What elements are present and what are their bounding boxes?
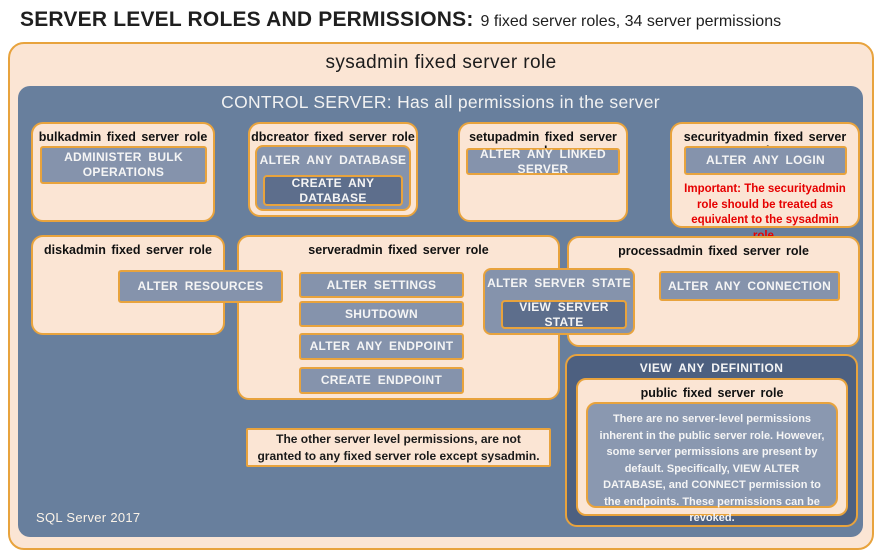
public-role-note: There are no server-level permissions in… xyxy=(586,402,838,524)
permission-administer-bulk-operations: ADMINISTER BULK OPERATIONS xyxy=(40,146,207,184)
bulkadmin-role-box: bulkadmin fixed server role ADMINISTER B… xyxy=(31,122,215,222)
permission-view-any-definition: VIEW ANY DEFINITION public fixed server … xyxy=(565,354,858,527)
page-title-subtitle: 9 fixed server roles, 34 server permissi… xyxy=(480,13,782,30)
permission-view-any-definition-label: VIEW ANY DEFINITION xyxy=(639,361,784,375)
securityadmin-role-box: securityadmin fixed server role ALTER AN… xyxy=(670,122,860,242)
page-title-main: SERVER LEVEL ROLES AND PERMISSIONS: xyxy=(20,8,474,31)
sysadmin-role-label: sysadmin fixed server role xyxy=(325,52,557,73)
page-title: SERVER LEVEL ROLES AND PERMISSIONS: 9 fi… xyxy=(20,8,781,32)
serveradmin-role-title: serveradmin fixed server role xyxy=(308,243,489,257)
permission-create-any-database: CREATE ANY DATABASE xyxy=(263,175,403,206)
serveradmin-role-box: serveradmin fixed server role ALTER SETT… xyxy=(237,235,560,400)
setupadmin-role-box: setupadmin fixed server role ALTER ANY L… xyxy=(458,122,628,222)
permission-shutdown: SHUTDOWN xyxy=(299,301,464,327)
permission-alter-resources: ALTER RESOURCES xyxy=(118,270,283,303)
other-permissions-footnote: The other server level permissions, are … xyxy=(246,428,551,467)
permission-alter-any-database-label: ALTER ANY DATABASE xyxy=(259,153,407,167)
diskadmin-role-title: diskadmin fixed server role xyxy=(44,243,212,257)
securityadmin-warning-note: Important: The securityadmin role should… xyxy=(684,183,846,242)
sql-server-version-label: SQL Server 2017 xyxy=(36,510,141,525)
permission-view-server-state: VIEW SERVER STATE xyxy=(501,300,627,329)
permission-alter-any-database: ALTER ANY DATABASE CREATE ANY DATABASE xyxy=(255,145,411,211)
dbcreator-role-title: dbcreator fixed server role xyxy=(251,130,415,144)
dbcreator-role-box: dbcreator fixed server role ALTER ANY DA… xyxy=(248,122,418,217)
permission-alter-server-state-label: ALTER SERVER STATE xyxy=(487,276,631,290)
permission-alter-any-endpoint: ALTER ANY ENDPOINT xyxy=(299,333,464,360)
permission-create-endpoint: CREATE ENDPOINT xyxy=(299,367,464,394)
control-server-label: CONTROL SERVER: Has all permissions in t… xyxy=(221,92,660,112)
processadmin-role-title: processadmin fixed server role xyxy=(618,244,809,258)
permission-alter-settings: ALTER SETTINGS xyxy=(299,272,464,298)
public-role-title: public fixed server role xyxy=(640,386,784,400)
bulkadmin-role-title: bulkadmin fixed server role xyxy=(38,130,208,144)
permission-alter-server-state: ALTER SERVER STATE VIEW SERVER STATE xyxy=(483,268,635,335)
permission-alter-any-connection: ALTER ANY CONNECTION xyxy=(659,271,840,301)
public-role-box: public fixed server role There are no se… xyxy=(576,378,848,524)
permission-alter-any-linked-server: ALTER ANY LINKED SERVER xyxy=(466,147,620,176)
permission-alter-any-login: ALTER ANY LOGIN xyxy=(684,146,847,175)
